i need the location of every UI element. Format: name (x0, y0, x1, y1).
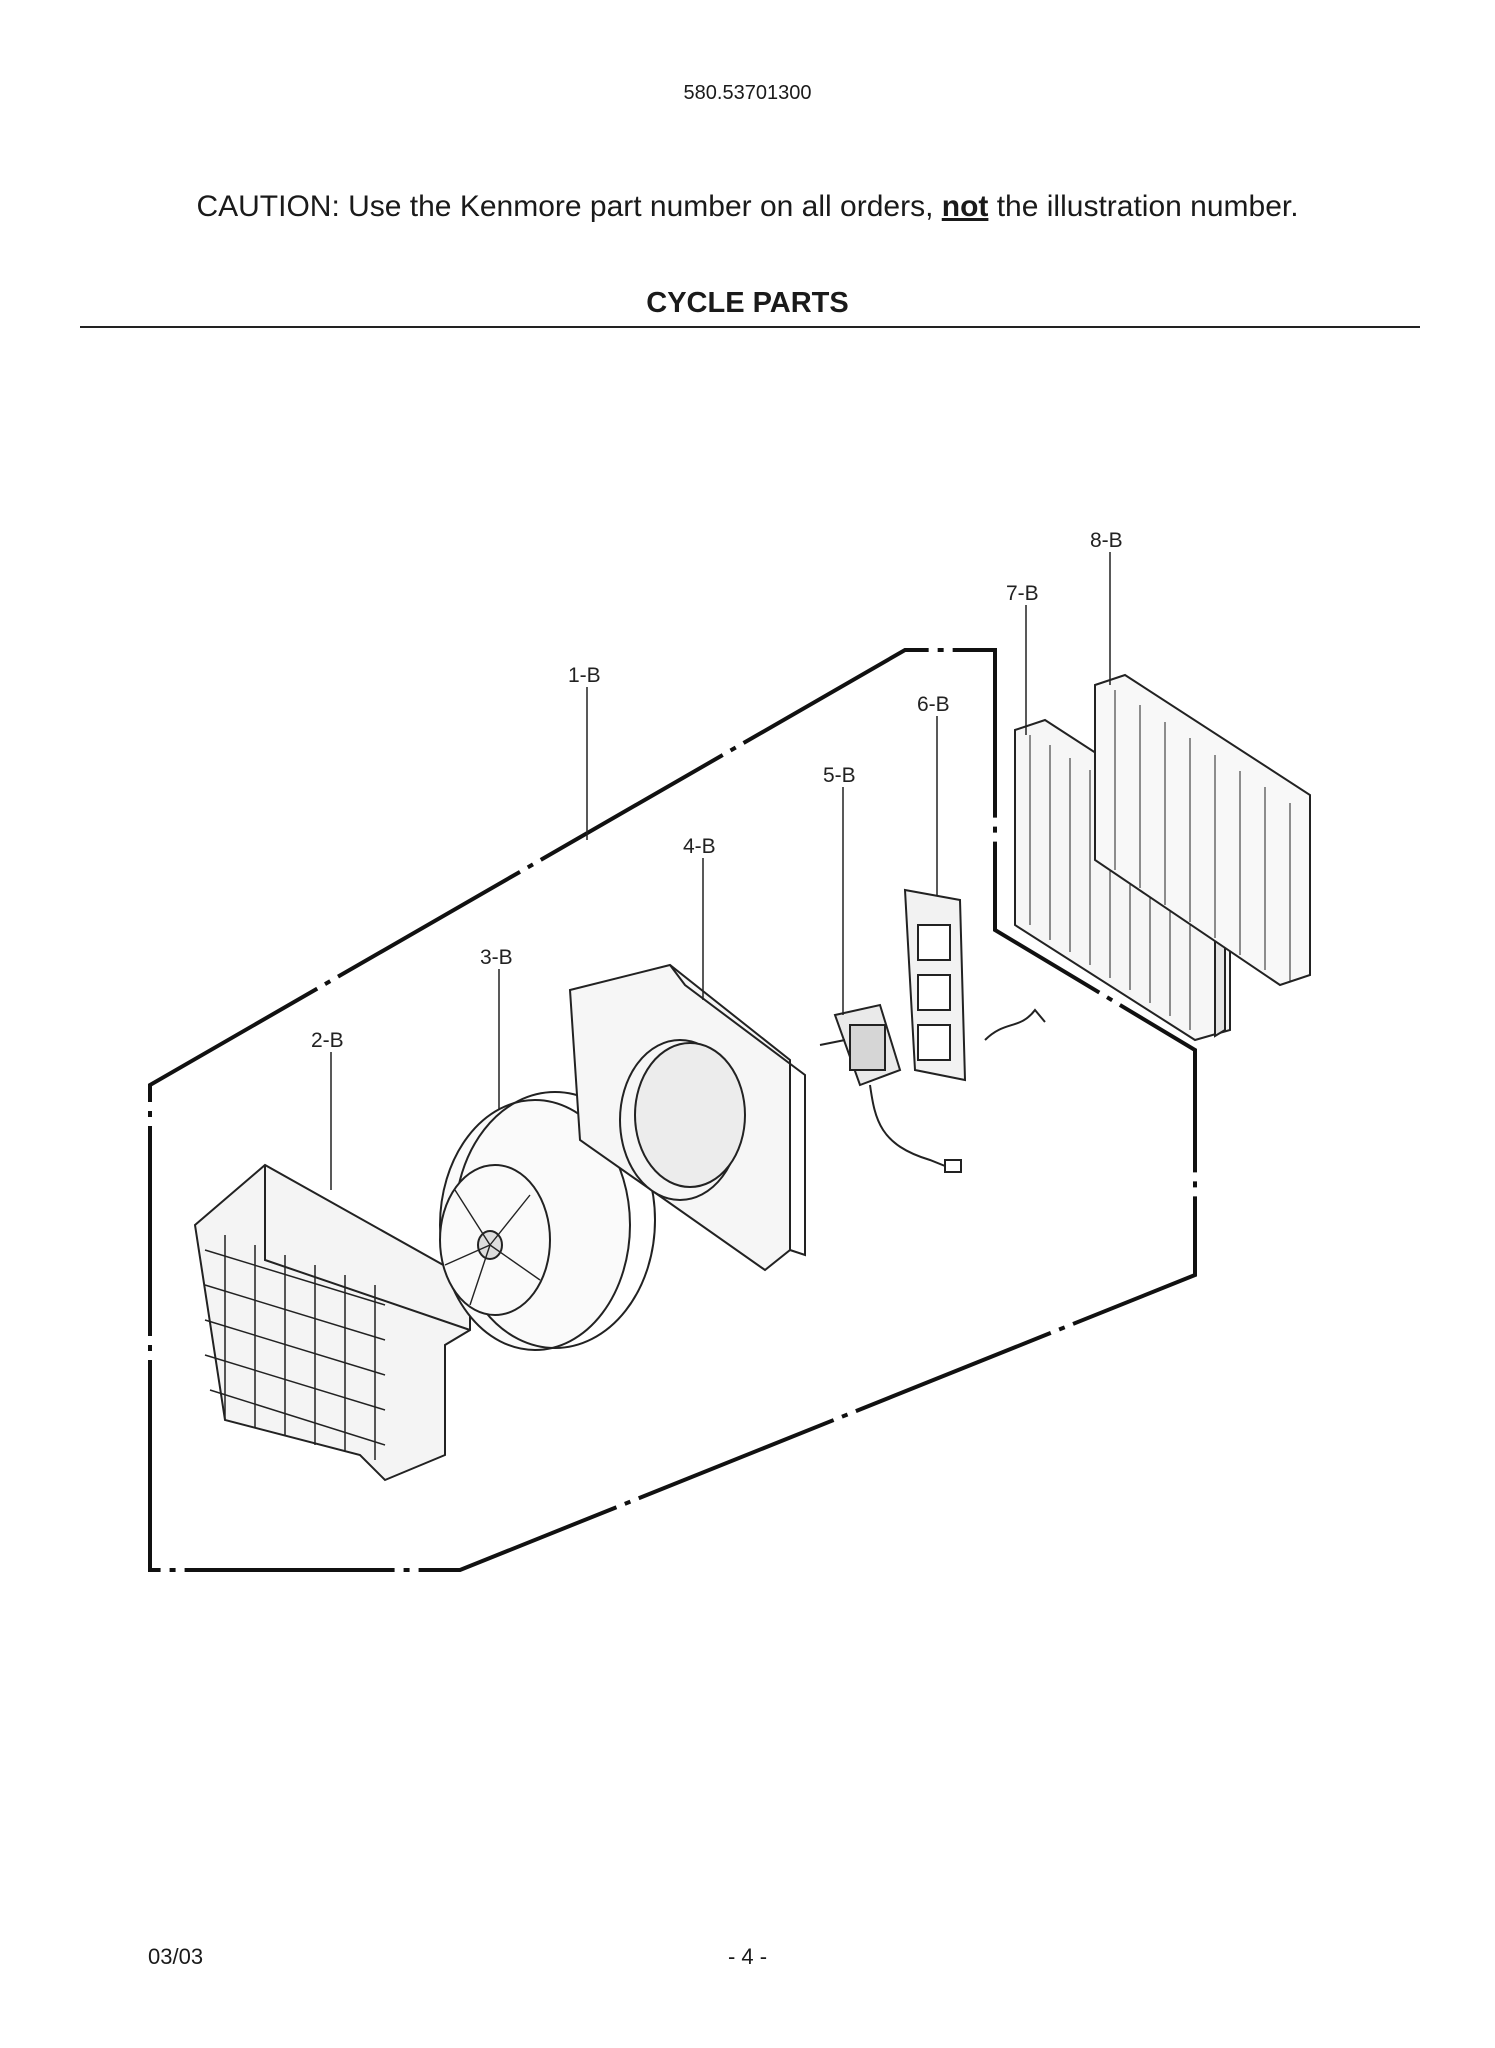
part-6b-motor-bracket (903, 888, 967, 1082)
callout-8b: 8-B (1090, 529, 1123, 552)
callout-6b: 6-B (917, 693, 950, 716)
part-3b-blower-wheel (439, 1091, 656, 1351)
caution-text: CAUTION: Use the Kenmore part number on … (196, 190, 942, 223)
callout-5b: 5-B (823, 764, 856, 787)
callout-7b: 7-B (1006, 582, 1039, 605)
section-title: CYCLE PARTS (646, 287, 849, 319)
part-4b-fan-shroud (568, 963, 806, 1272)
assembly-boundary (148, 648, 1197, 1572)
callout-1b: 1-B (568, 664, 601, 687)
callout-4b: 4-B (683, 835, 716, 858)
caution-note: CAUTION: Use the Kenmore part number on … (0, 190, 1495, 224)
part-2b-grille (193, 1163, 471, 1482)
leader-lines (330, 552, 1111, 1190)
title-rule (80, 326, 1420, 328)
caution-emphasis: not (941, 190, 989, 223)
model-number: 580.53701300 (683, 82, 812, 104)
callout-3b: 3-B (480, 946, 513, 969)
part-5b-fan-motor (819, 1003, 962, 1173)
wire-harness (984, 1008, 1046, 1041)
callout-2b: 2-B (311, 1029, 344, 1052)
caution-text-end: the illustration number. (988, 190, 1299, 223)
part-8b-rear-coil (1094, 673, 1311, 987)
page-number: - 4 - (727, 1944, 768, 1969)
footer-date: 03/03 (148, 1944, 204, 1969)
